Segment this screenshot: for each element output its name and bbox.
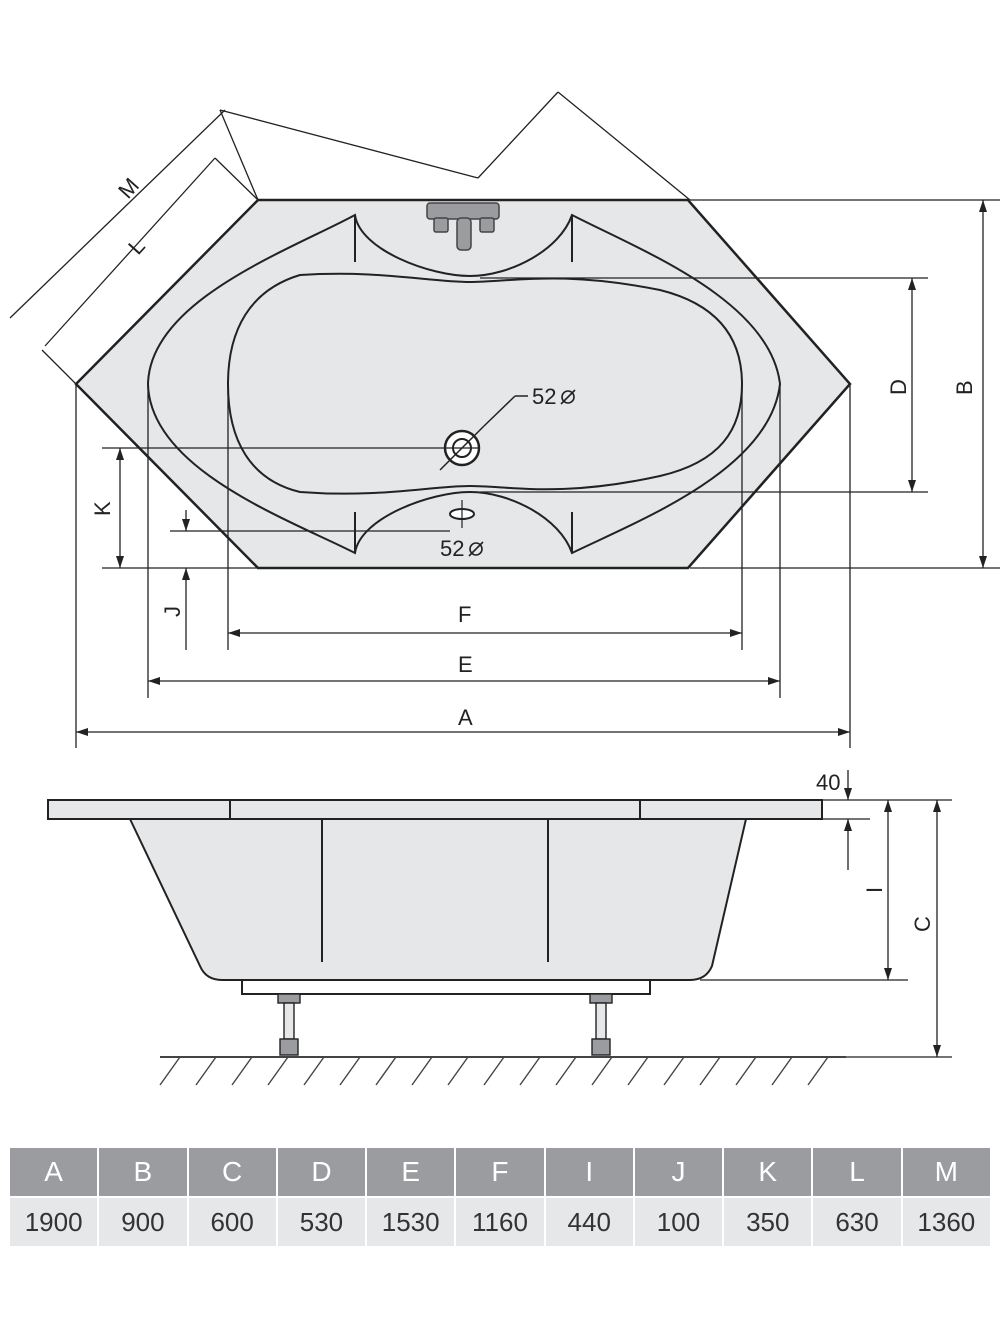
table-header-row: A B C D E F I J K L M bbox=[10, 1148, 990, 1196]
table-header: C bbox=[188, 1148, 276, 1196]
table-cell: 900 bbox=[99, 1198, 187, 1246]
table-header: M bbox=[902, 1148, 990, 1196]
label-D: D bbox=[886, 379, 911, 395]
bathtub-technical-drawing: A E F B D K J L M 52 52 bbox=[9, 91, 1000, 1086]
table-header: K bbox=[724, 1148, 812, 1196]
overflow-drain-icon bbox=[449, 500, 475, 528]
table-cell: 1160 bbox=[456, 1198, 544, 1246]
support-frame bbox=[241, 979, 651, 995]
tub-rim bbox=[47, 799, 823, 820]
side-view bbox=[47, 799, 823, 1056]
basin-inner-bottom bbox=[226, 272, 744, 495]
table-header: I bbox=[545, 1148, 633, 1196]
tap-fitting-icon bbox=[426, 202, 500, 251]
table-cell: 350 bbox=[724, 1198, 812, 1246]
diameter-icon bbox=[468, 389, 576, 557]
table-row: 1900 900 600 530 1530 1160 440 100 350 6… bbox=[10, 1198, 990, 1246]
support-leg bbox=[277, 993, 301, 1056]
table-header: B bbox=[99, 1148, 187, 1196]
support-leg bbox=[589, 993, 613, 1056]
label-A: A bbox=[458, 705, 473, 730]
floor-hatch bbox=[159, 1056, 846, 1086]
table-header: A bbox=[10, 1148, 98, 1196]
arrowheads bbox=[76, 200, 987, 736]
table-header: L bbox=[813, 1148, 901, 1196]
table-header: J bbox=[634, 1148, 723, 1196]
label-F: F bbox=[458, 602, 471, 627]
label-drain-top: 52 bbox=[532, 384, 556, 409]
table-cell: 100 bbox=[634, 1198, 723, 1246]
label-M: M bbox=[113, 173, 144, 203]
label-J: J bbox=[160, 606, 185, 617]
label-B: B bbox=[952, 380, 977, 395]
label-K: K bbox=[90, 501, 115, 516]
tub-body-side bbox=[128, 818, 748, 981]
table-cell: 630 bbox=[813, 1198, 901, 1246]
table-cell: 530 bbox=[277, 1198, 366, 1246]
top-view bbox=[74, 198, 852, 570]
label-drain-bottom: 52 bbox=[440, 536, 464, 561]
table-cell: 600 bbox=[188, 1198, 276, 1246]
table-cell: 1900 bbox=[10, 1198, 98, 1246]
table-header: F bbox=[456, 1148, 544, 1196]
arrowheads-side bbox=[844, 788, 941, 1057]
label-rim-thickness: 40 bbox=[816, 770, 840, 795]
dimension-lines-side bbox=[700, 770, 952, 1058]
label-I: I bbox=[862, 887, 887, 893]
table-header: D bbox=[277, 1148, 366, 1196]
table-header: E bbox=[367, 1148, 455, 1196]
label-C: C bbox=[910, 916, 935, 932]
table-cell: 440 bbox=[545, 1198, 633, 1246]
dimension-lines-top bbox=[9, 91, 1000, 748]
table-cell: 1530 bbox=[367, 1198, 455, 1246]
table-cell: 1360 bbox=[902, 1198, 990, 1246]
dimensions-table: A B C D E F I J K L M 1900 900 600 530 1… bbox=[8, 1146, 992, 1248]
label-E: E bbox=[458, 652, 473, 677]
